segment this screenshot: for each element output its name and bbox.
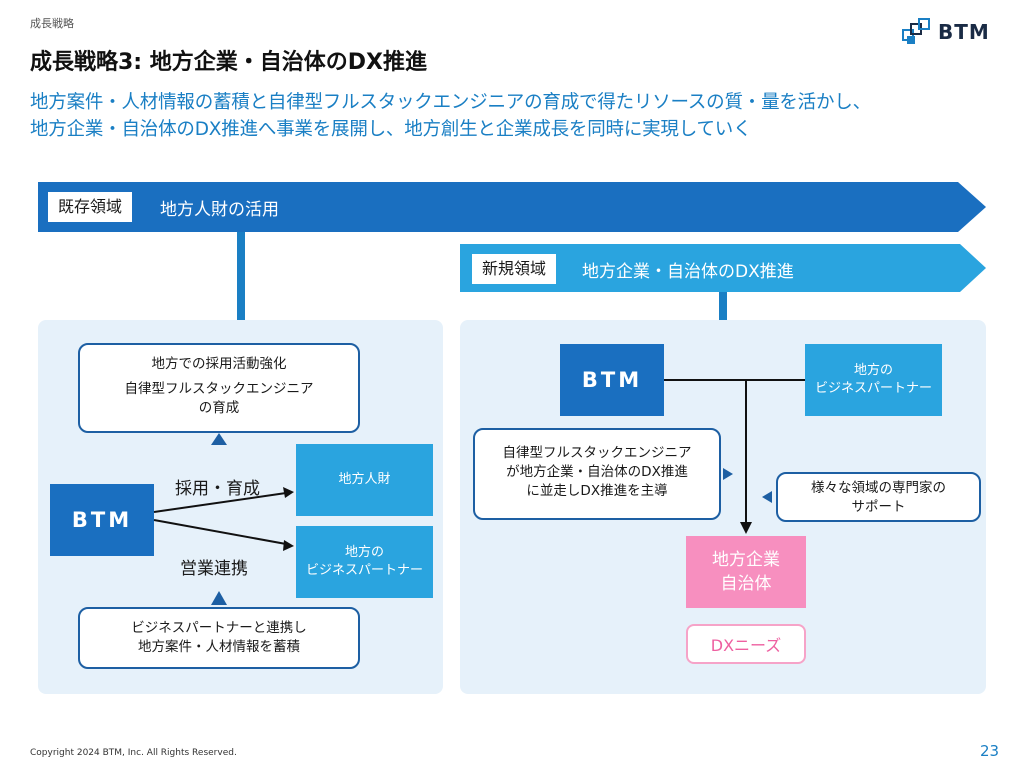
down-arrowhead: [740, 522, 752, 534]
expert-support-callout: 様々な領域の専門家の サポート: [776, 472, 981, 522]
new-domain-label: 地方企業・自治体のDX推進: [582, 262, 794, 282]
existing-domain-tag: 既存領域: [48, 192, 133, 222]
engineer-pointer: [723, 468, 733, 480]
copyright: Copyright 2024 BTM, Inc. All Rights Rese…: [30, 748, 237, 758]
company-logo: BTM: [902, 18, 1002, 46]
existing-connector: [237, 232, 245, 320]
page-number: 23: [980, 742, 1000, 760]
local-government-line1: 地方企業: [712, 550, 780, 570]
btm-box-existing: BTM: [50, 484, 154, 556]
sales-arrow-line: [153, 519, 287, 545]
recruit-arrow-line: [153, 492, 287, 513]
page-subtitle-line2: 地方企業・自治体のDX推進へ事業を展開し、地方創生と企業成長を同時に実現していく: [30, 119, 752, 140]
local-government-line2: 自治体: [720, 574, 772, 594]
partnership-callout-line2: 地方案件・人材情報を蓄積: [138, 639, 300, 655]
logo-text: BTM: [938, 20, 990, 44]
page-title: 成長戦略3: 地方企業・自治体のDX推進: [30, 50, 427, 75]
partnership-callout: ビジネスパートナーと連携し 地方案件・人材情報を蓄積: [78, 607, 360, 669]
local-talent-label: 地方人財: [338, 472, 391, 487]
sales-arrowhead: [283, 540, 294, 551]
local-partner-box-existing: 地方の ビジネスパートナー: [296, 526, 433, 598]
page-subtitle-line1: 地方案件・人材情報の蓄積と自律型フルスタックエンジニアの育成で得たリソースの質・…: [30, 92, 871, 113]
breadcrumb: 成長戦略: [30, 17, 74, 30]
expert-support-line2: サポート: [851, 499, 906, 515]
recruit-arrowhead: [283, 487, 294, 498]
existing-domain-arrow: [38, 182, 986, 232]
recruit-train-label: 採用・育成: [175, 479, 260, 499]
engineer-callout-line2: が地方企業・自治体のDX推進: [506, 464, 688, 480]
engineer-callout-line1: 自律型フルスタックエンジニア: [502, 445, 692, 461]
btm-box-new: BTM: [560, 344, 664, 416]
dx-needs-box: DXニーズ: [686, 624, 806, 664]
local-partner-box-new: 地方の ビジネスパートナー: [805, 344, 942, 416]
existing-domain-label: 地方人財の活用: [160, 200, 279, 220]
local-government-box: 地方企業 自治体: [686, 536, 806, 608]
callout-bottom-pointer: [211, 591, 227, 605]
expert-support-line1: 様々な領域の専門家の: [811, 480, 946, 496]
local-partner-new-line2: ビジネスパートナー: [814, 381, 932, 396]
local-partner-line1: 地方の: [344, 545, 384, 560]
engineer-callout-line3: に並走しDX推進を主導: [526, 483, 668, 499]
new-connector: [719, 292, 727, 320]
partnership-callout-line1: ビジネスパートナーと連携し: [131, 620, 307, 636]
recruitment-callout: 地方での採用活動強化 自律型フルスタックエンジニア の育成: [78, 343, 360, 433]
expert-pointer: [762, 491, 772, 503]
logo-mark-icon: [902, 18, 930, 44]
new-domain-tag: 新規領域: [472, 254, 557, 284]
callout-top-pointer: [211, 433, 227, 445]
recruitment-callout-line2: 自律型フルスタックエンジニア: [124, 381, 314, 397]
local-partner-new-line1: 地方の: [853, 363, 893, 378]
engineer-callout: 自律型フルスタックエンジニア が地方企業・自治体のDX推進 に並走しDX推進を主…: [473, 428, 721, 520]
local-partner-line2: ビジネスパートナー: [305, 563, 423, 578]
new-domain-arrow: [460, 244, 986, 292]
recruitment-callout-line1: 地方での採用活動強化: [151, 356, 287, 372]
local-talent-box: 地方人財: [296, 444, 433, 516]
recruitment-callout-line3: の育成: [198, 400, 240, 416]
sales-collab-label: 営業連携: [180, 559, 248, 579]
